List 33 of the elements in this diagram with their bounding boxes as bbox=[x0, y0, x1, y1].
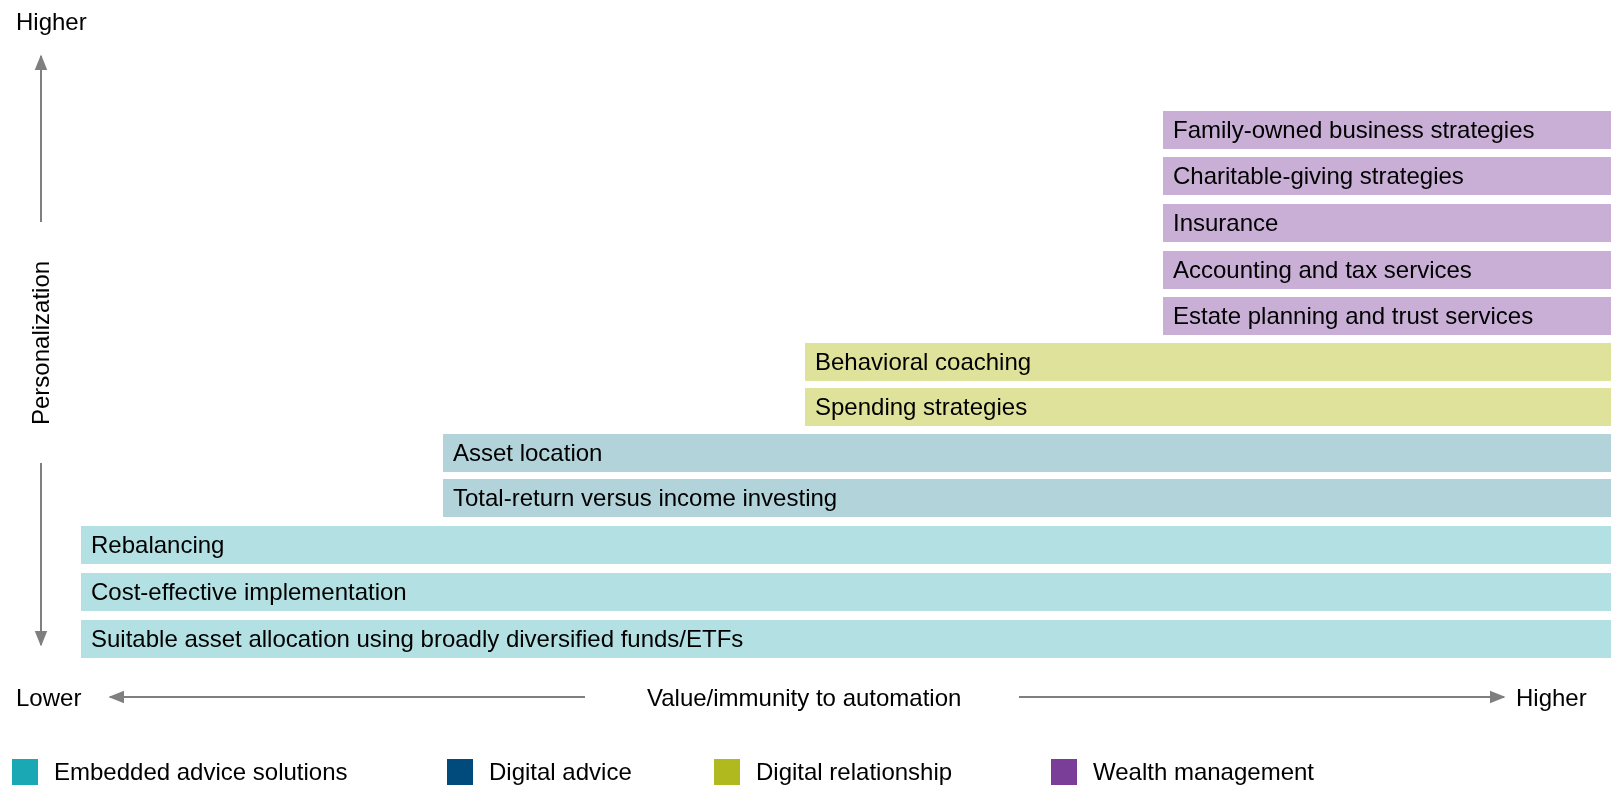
bar-label: Asset location bbox=[453, 439, 603, 467]
bar-label: Suitable asset allocation using broadly diversified funds/ETFs bbox=[91, 625, 744, 653]
category-bar bbox=[1163, 251, 1611, 289]
bar-label: Accounting and tax services bbox=[1173, 256, 1472, 284]
legend-label: Digital relationship bbox=[756, 758, 953, 786]
category-bar bbox=[443, 479, 1611, 517]
axis-title: Value/immunity to automation bbox=[647, 684, 962, 712]
category-bar bbox=[443, 434, 1611, 472]
bar-label: Insurance bbox=[1173, 209, 1279, 237]
category-bar bbox=[1163, 204, 1611, 242]
bar-label: Estate planning and trust services bbox=[1173, 302, 1534, 330]
bar-label: Charitable-giving strategies bbox=[1173, 162, 1464, 190]
axis-label: Higher bbox=[1516, 684, 1587, 712]
category-bar bbox=[81, 526, 1611, 564]
legend-label: Digital advice bbox=[489, 758, 632, 786]
axis-title: Personalization bbox=[27, 260, 55, 425]
bar-label: Family-owned business strategies bbox=[1173, 116, 1535, 144]
category-bar bbox=[805, 388, 1611, 426]
bar-label: Behavioral coaching bbox=[815, 348, 1032, 376]
category-bar bbox=[81, 573, 1611, 611]
axis-label: Lower bbox=[16, 684, 82, 712]
category-bar bbox=[1163, 297, 1611, 335]
legend-label: Wealth management bbox=[1093, 758, 1314, 786]
category-bar bbox=[805, 343, 1611, 381]
bar-label: Cost-effective implementation bbox=[91, 578, 407, 606]
bar-label: Rebalancing bbox=[91, 531, 225, 559]
category-bar bbox=[81, 620, 1611, 658]
category-bar bbox=[1163, 157, 1611, 195]
legend-label: Embedded advice solutions bbox=[54, 758, 348, 786]
bar-label: Spending strategies bbox=[815, 393, 1028, 421]
category-bar bbox=[1163, 111, 1611, 149]
axis-label: Higher bbox=[16, 8, 87, 36]
bar-label: Total-return versus income investing bbox=[453, 484, 838, 512]
